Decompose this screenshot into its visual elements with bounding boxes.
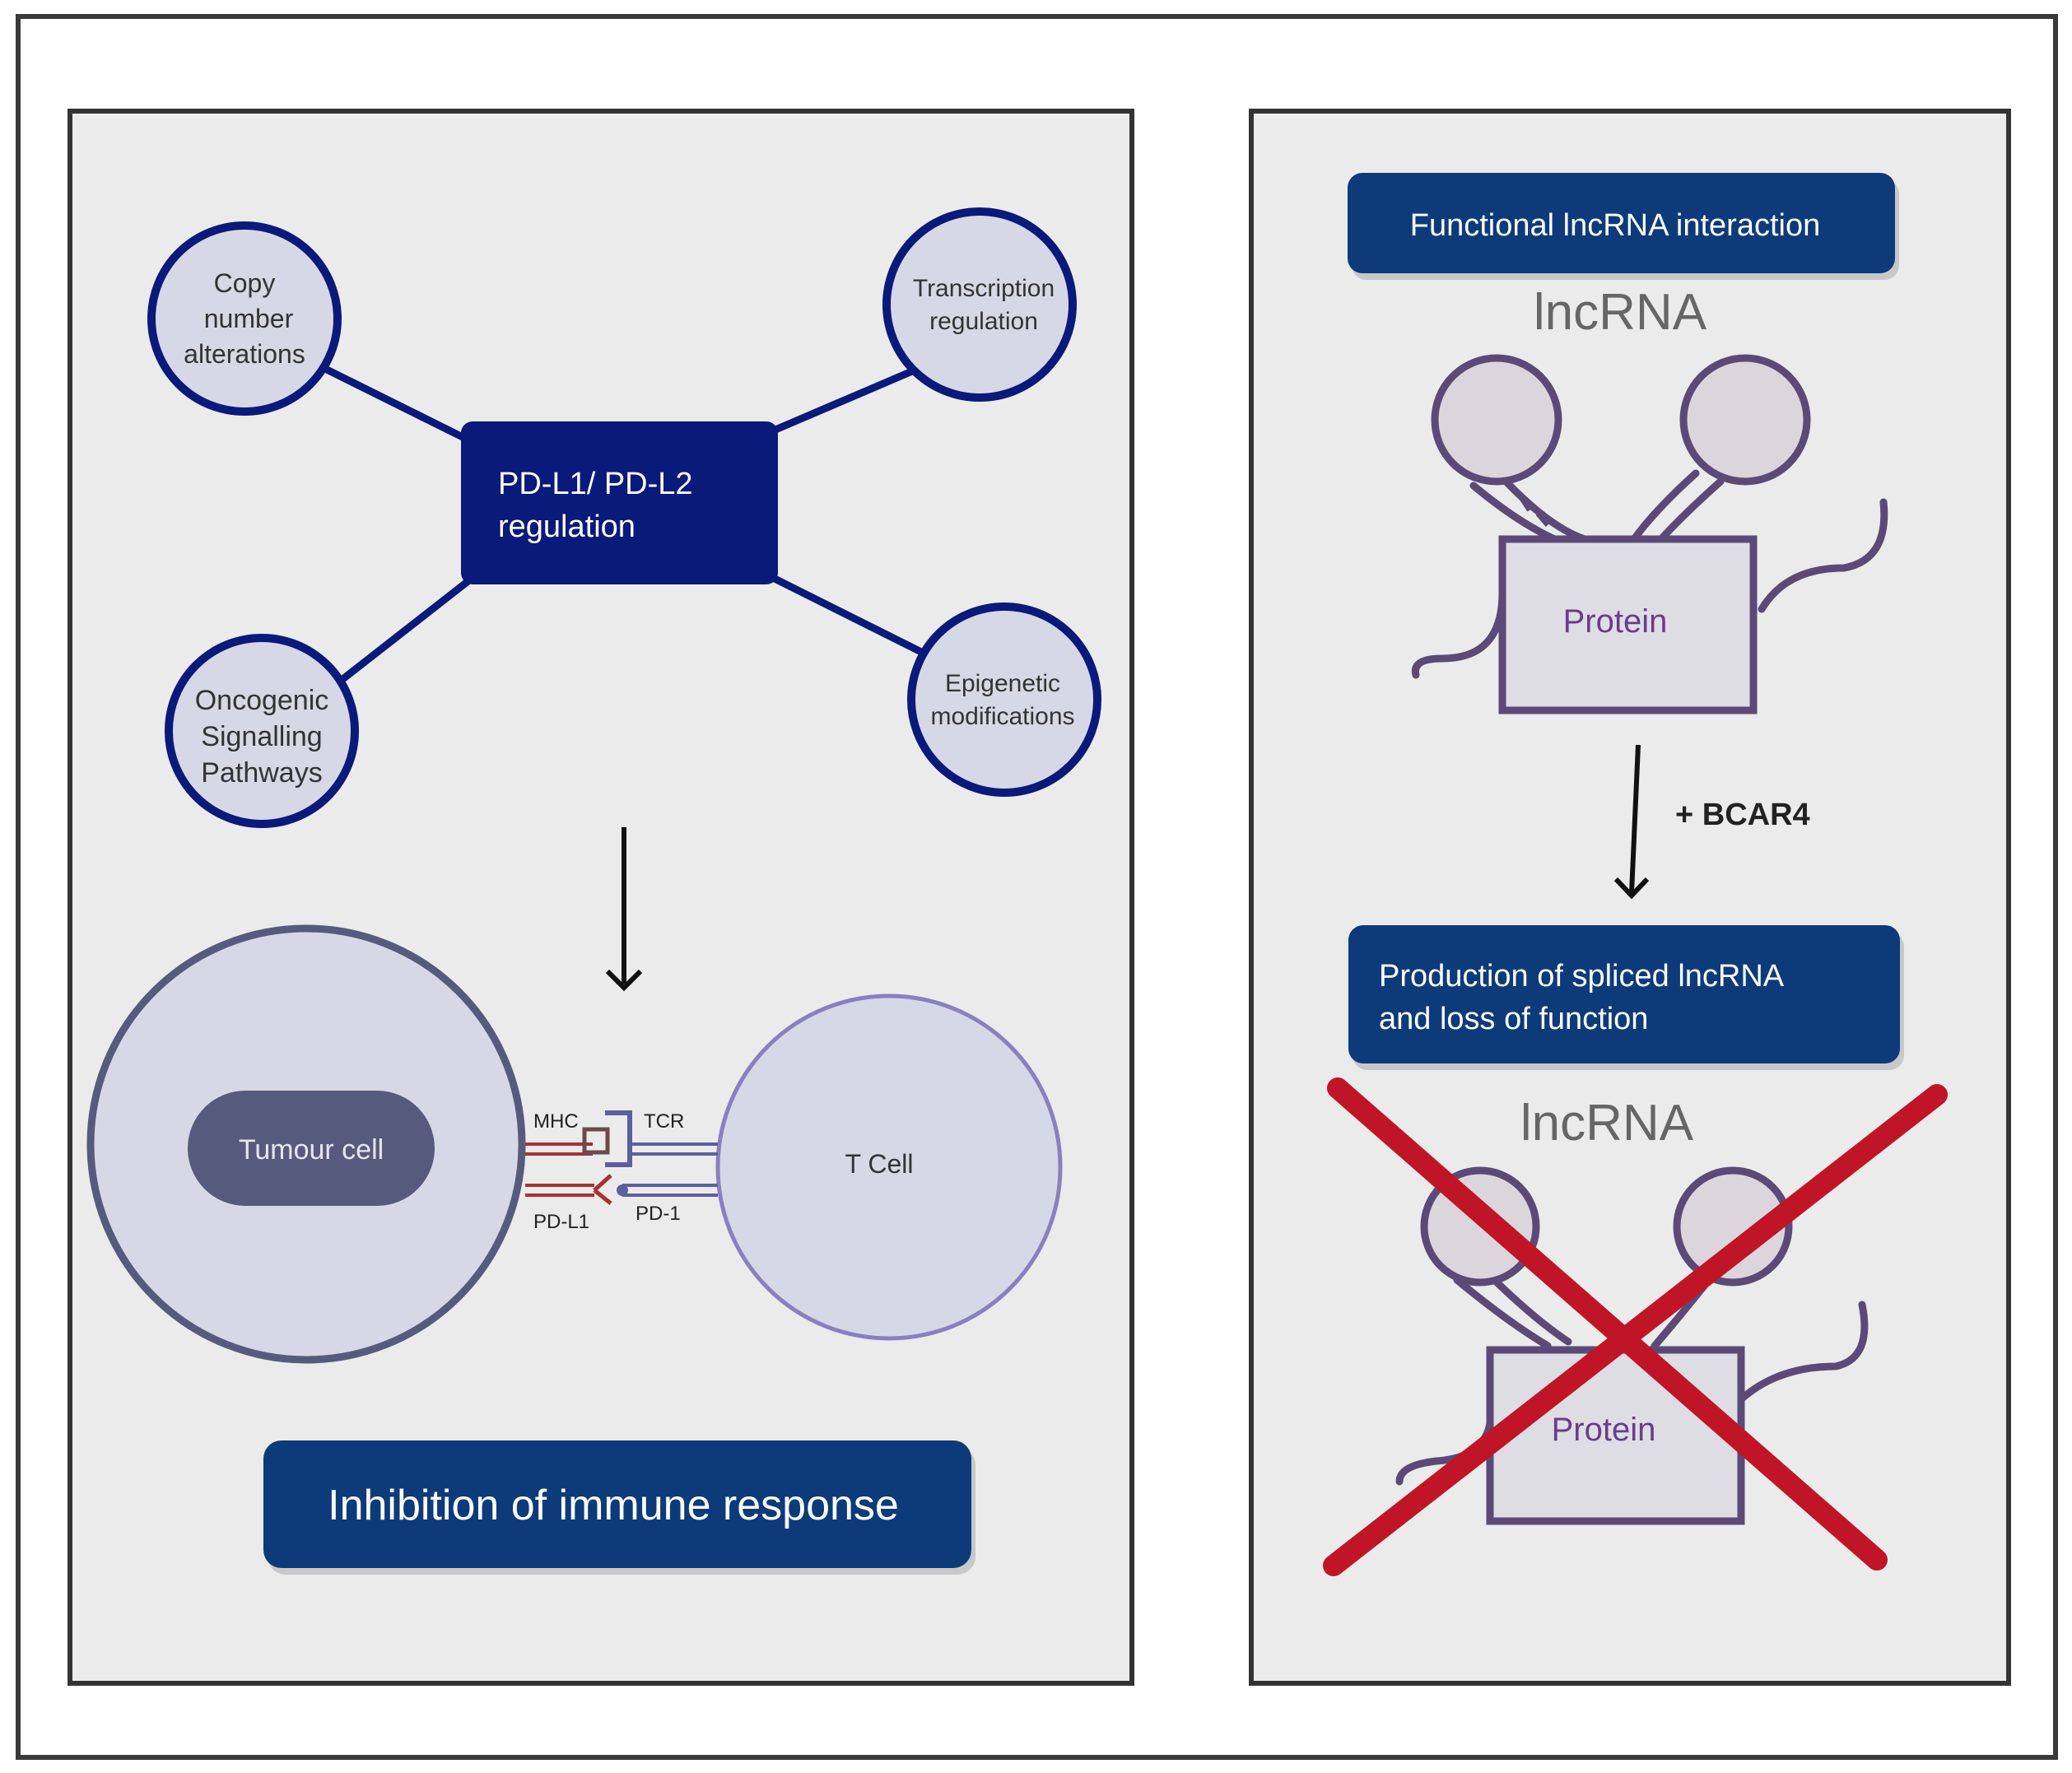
protein-label-top: Protein — [1563, 603, 1668, 640]
node-epigenetic-line2: modifications — [930, 703, 1074, 730]
tcr-label: TCR — [644, 1110, 684, 1133]
hub-label-line2: regulation — [498, 510, 636, 544]
bottom-info-box-line1: Production of spliced lncRNA — [1379, 959, 1785, 994]
node-oncogenic: Oncogenic Signalling Pathways — [165, 634, 359, 828]
mhc-square — [582, 1127, 610, 1155]
t-cell: T Cell — [715, 994, 1063, 1341]
lncrna-stem-right — [1630, 469, 1700, 543]
node-copy-number-line2: number — [204, 304, 294, 333]
protein-box-top — [1498, 535, 1758, 714]
lncrna-b-loop-right — [1673, 1166, 1793, 1287]
lncrna-loop-right — [1679, 354, 1811, 486]
node-oncogenic-circle — [165, 634, 359, 828]
lncrna-label-top: lncRNA — [1534, 284, 1707, 341]
right-arrow-head — [1613, 877, 1650, 900]
node-epigenetic-line1: Epigenetic — [945, 670, 1060, 697]
hub-box-bg — [461, 421, 778, 584]
left-arrow-head — [605, 969, 643, 992]
mhc-label: MHC — [533, 1110, 579, 1133]
bottom-info-box: Production of spliced lncRNA and loss of… — [1348, 925, 1904, 1070]
left-panel: PD-L1/ PD-L2 regulation Copy number alte… — [68, 109, 1134, 1686]
node-copy-number-line1: Copy — [214, 268, 276, 298]
node-transcription-line2: regulation — [929, 308, 1038, 335]
node-transcription: Transcription regulation — [882, 207, 1077, 402]
top-info-box-bg — [1348, 173, 1895, 273]
node-transcription-line1: Transcription — [913, 275, 1055, 302]
connector-transcription — [766, 365, 922, 436]
node-oncogenic-line3: Pathways — [201, 757, 322, 789]
right-panel: Functional lncRNA interaction lncRNA Pro… — [1249, 109, 2011, 1686]
connector-oncogenic — [333, 576, 473, 687]
node-copy-number-line3: alterations — [184, 339, 305, 369]
bottom-info-box-bg — [1348, 925, 1900, 1063]
loss-of-function-cross-icon — [1323, 1077, 1948, 1576]
node-epigenetic-circle — [907, 603, 1101, 797]
result-box-label: Inhibition of immune response — [328, 1482, 899, 1529]
lncrna-tail-right — [1758, 498, 1888, 613]
node-oncogenic-line2: Signalling — [201, 721, 322, 752]
lncrna-ticks-left — [1519, 496, 1550, 527]
tumour-cell: Tumour cell — [86, 924, 526, 1364]
pd1-label: PD-1 — [636, 1203, 681, 1225]
lncrna-tail-left — [1411, 589, 1506, 679]
lncrna-label-bottom: lncRNA — [1520, 1095, 1694, 1152]
protein-label-bottom: Protein — [1552, 1412, 1656, 1448]
step-label: + BCAR4 — [1675, 798, 1810, 832]
t-cell-circle — [715, 994, 1063, 1341]
connector-copy-number — [321, 365, 473, 444]
pdl1-fork — [593, 1174, 612, 1205]
result-box: Inhibition of immune response — [263, 1440, 975, 1575]
left-down-arrow — [605, 827, 643, 992]
cross-stroke-2 — [1323, 1084, 1948, 1576]
mhc-tcr-complex: MHC TCR — [525, 1110, 718, 1167]
top-info-box-label: Functional lncRNA interaction — [1410, 208, 1820, 243]
hub-label-line1: PD-L1/ PD-L2 — [498, 467, 693, 501]
bottom-info-box-line2: and loss of function — [1379, 1002, 1648, 1036]
node-epigenetic: Epigenetic modifications — [907, 603, 1101, 797]
tcr-bracket — [605, 1110, 632, 1167]
node-copy-number: Copy number alterations — [147, 221, 342, 416]
tumour-cell-label: Tumour cell — [239, 1134, 384, 1166]
top-info-box: Functional lncRNA interaction — [1348, 173, 1899, 280]
t-cell-label: T Cell — [845, 1149, 914, 1179]
lncrna-b-tail-right — [1737, 1301, 1869, 1403]
connector-epigenetic — [766, 572, 930, 658]
pd1-knob — [617, 1184, 628, 1196]
cross-stroke-1 — [1327, 1077, 1888, 1571]
lncrna-protein-top: Protein — [1411, 354, 1888, 714]
node-oncogenic-line1: Oncogenic — [195, 685, 329, 716]
node-transcription-circle — [882, 207, 1077, 402]
pdl1-pd1-complex: PD-L1 PD-1 — [525, 1174, 718, 1233]
right-down-arrow: + BCAR4 — [1613, 744, 1810, 900]
hub-box: PD-L1/ PD-L2 regulation — [461, 421, 778, 584]
result-box-bg — [263, 1440, 971, 1568]
lncrna-b-stem-left-b — [1453, 1276, 1552, 1350]
lncrna-loop-left — [1431, 354, 1562, 486]
right-arrow-shaft — [1629, 744, 1641, 894]
node-copy-number-circle — [147, 221, 342, 416]
tumour-cell-nucleus — [188, 1091, 435, 1206]
pdl1-label: PD-L1 — [533, 1211, 589, 1233]
hub-connectors — [321, 365, 930, 687]
